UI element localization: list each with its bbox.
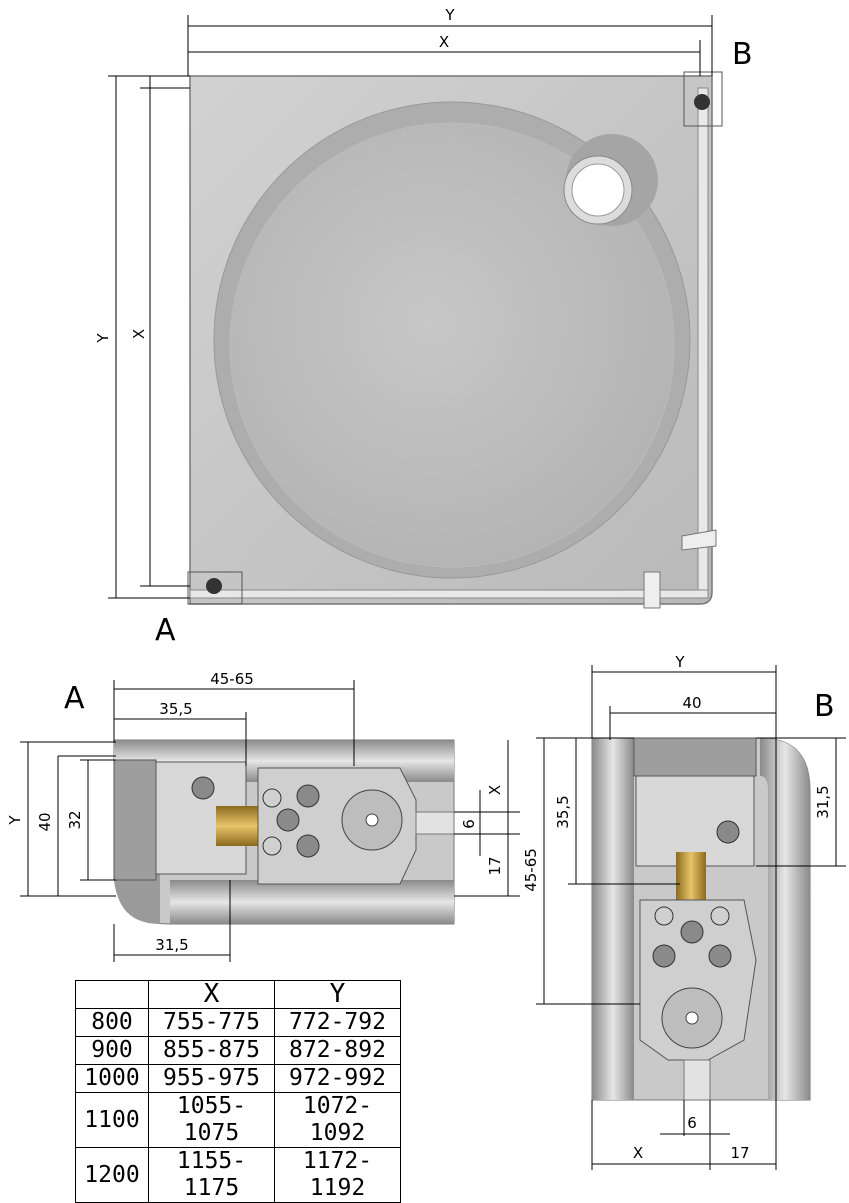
detail-b-bottom-stub (683, 1059, 711, 1101)
callout-b-fitting-icon (694, 94, 710, 110)
detail-b-dim-y: Y (674, 653, 685, 671)
dim-left-inner: X (130, 329, 148, 339)
detail-a-side-stub (415, 811, 455, 835)
table-cell: 900 (75, 1036, 149, 1065)
detail-a-dim-x: X (486, 785, 504, 795)
dim-left-outer: Y (94, 333, 112, 344)
nut-icon (262, 836, 282, 856)
detail-a-dim-17: 17 (486, 856, 504, 875)
table-row: 1200 1155-1175 1172-1192 (75, 1147, 401, 1203)
detail-b-frame-profile (633, 737, 757, 777)
table-header: X (148, 980, 275, 1009)
detail-a: A 45-65 35,5 31,5 Y (6, 670, 520, 962)
screw-icon (652, 944, 676, 968)
table-cell: 1072-1092 (274, 1092, 401, 1148)
detail-b-dim-40: 40 (682, 694, 701, 712)
table-row: 800 755-775 772-792 (75, 1008, 401, 1037)
dim-top-inner: X (439, 33, 449, 51)
frame-rail-bottom (189, 589, 709, 599)
screw-icon (708, 944, 732, 968)
detail-b-dim-x: X (633, 1144, 643, 1162)
label-a: A (155, 613, 176, 648)
detail-b-bracket (635, 775, 755, 867)
table-header (75, 980, 149, 1009)
detail-a-frame-profile (113, 759, 157, 881)
dim-top-outer: Y (444, 6, 455, 24)
detail-b-dim-31-5: 31,5 (814, 785, 832, 818)
size-table: X Y 800 755-775 772-792 900 855-875 872-… (75, 980, 401, 1203)
screw-icon (296, 834, 320, 858)
main-view: Y X Y X A B (94, 6, 753, 648)
table-header-row: X Y (75, 980, 401, 1009)
detail-a-dim-32: 32 (66, 810, 84, 829)
detail-b-corner-bend (760, 738, 810, 1100)
label-b: B (732, 37, 753, 72)
tray-basin (229, 122, 675, 568)
table-cell: 972-992 (274, 1064, 401, 1093)
table-cell: 955-975 (148, 1064, 275, 1093)
detail-b-pipe-left (592, 738, 634, 1100)
detail-a-dim-45-65: 45-65 (210, 670, 254, 688)
table-cell: 1100 (75, 1092, 149, 1148)
table-row: 1000 955-975 972-992 (75, 1064, 401, 1093)
clip-bottom (643, 571, 661, 609)
detail-a-dim-6: 6 (460, 819, 478, 829)
detail-a-corner-bend (114, 870, 160, 924)
detail-a-dim-35-5: 35,5 (159, 700, 192, 718)
table-cell: 1172-1192 (274, 1147, 401, 1203)
table-cell: 800 (75, 1008, 149, 1037)
detail-b-title: B (814, 689, 835, 724)
table-row: 900 855-875 872-892 (75, 1036, 401, 1065)
screw-icon (296, 784, 320, 808)
table-cell: 872-892 (274, 1036, 401, 1065)
detail-b-dim-35-5: 35,5 (554, 795, 572, 828)
detail-b-brass-rod (676, 852, 706, 900)
table-cell: 1155-1175 (148, 1147, 275, 1203)
detail-b-dim-6: 6 (687, 1114, 697, 1132)
detail-b: B Y 40 35,5 45-65 31,5 (522, 653, 846, 1170)
callout-a-fitting-icon (206, 578, 222, 594)
nut-icon (262, 788, 282, 808)
detail-b-dim-17: 17 (730, 1144, 749, 1162)
clip-right (681, 529, 717, 551)
table-cell: 1000 (75, 1064, 149, 1093)
detail-a-pipe-bottom (170, 880, 454, 924)
screw-icon (716, 820, 740, 844)
table-cell: 755-775 (148, 1008, 275, 1037)
detail-a-dim-y: Y (6, 815, 24, 826)
screw-icon (680, 920, 704, 944)
drain-hole (571, 163, 625, 217)
detail-a-dim-40: 40 (36, 812, 54, 831)
screw-icon (191, 776, 215, 800)
table-cell: 1200 (75, 1147, 149, 1203)
callout-box-b (683, 71, 723, 127)
frame-rail-right (697, 87, 709, 593)
screw-icon (276, 808, 300, 832)
detail-b-dim-45-65: 45-65 (522, 848, 540, 892)
table-cell: 855-875 (148, 1036, 275, 1065)
callout-box-a (187, 571, 243, 605)
table-row: 1100 1055-1075 1072-1092 (75, 1092, 401, 1148)
table-cell: 772-792 (274, 1008, 401, 1037)
nut-icon (654, 906, 674, 926)
detail-a-title: A (64, 681, 85, 716)
nut-icon (710, 906, 730, 926)
table-header: Y (274, 980, 401, 1009)
detail-a-dim-31-5: 31,5 (155, 936, 188, 954)
table-cell: 1055-1075 (148, 1092, 275, 1148)
